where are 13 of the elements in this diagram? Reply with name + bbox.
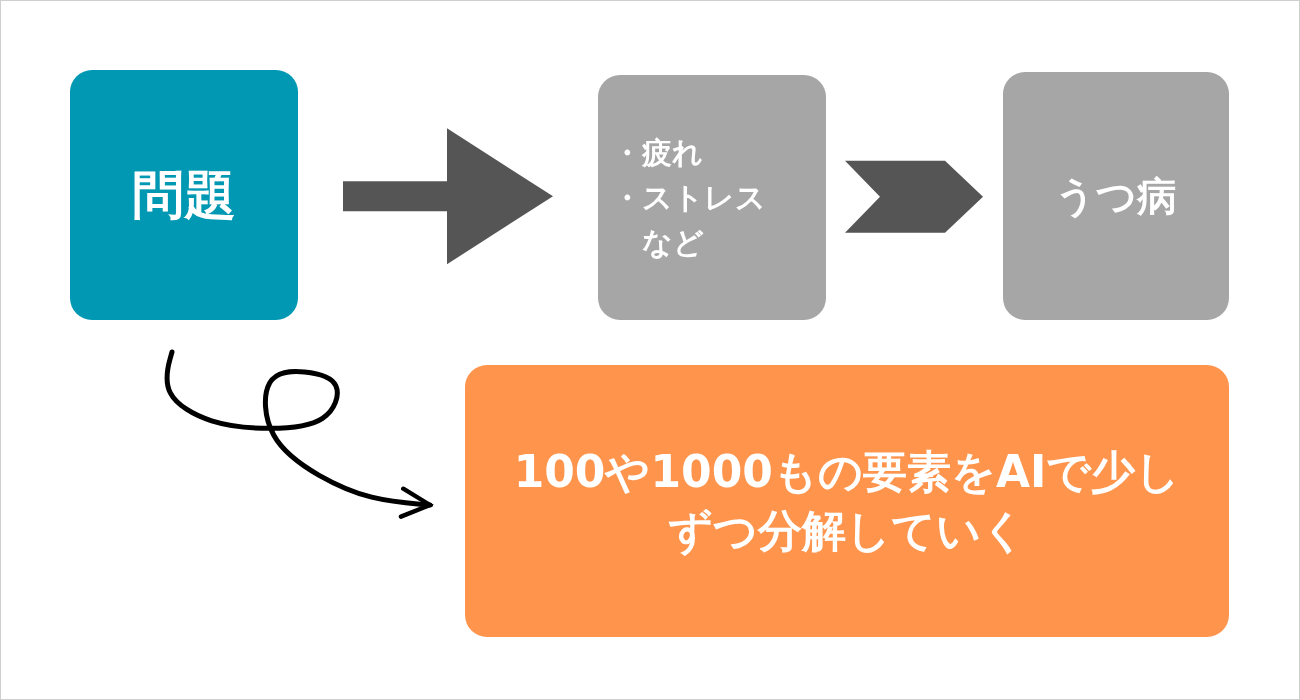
box-label: 100や1000もの要素をAIで少しずつ分解していく [512, 444, 1182, 558]
chevron-arrow [845, 160, 983, 233]
box-label: など [641, 224, 704, 262]
process-box [598, 75, 826, 320]
box-label: うつ病 [1055, 172, 1177, 221]
process-box [465, 365, 1229, 637]
box-label: 問題 [132, 163, 236, 227]
box-label: ・疲れ [612, 134, 703, 172]
process-box [1003, 72, 1229, 320]
curved-arrow [164, 349, 433, 519]
process-box [70, 70, 298, 320]
box-label: ・ストレス [612, 179, 766, 217]
block-arrow [343, 128, 553, 265]
